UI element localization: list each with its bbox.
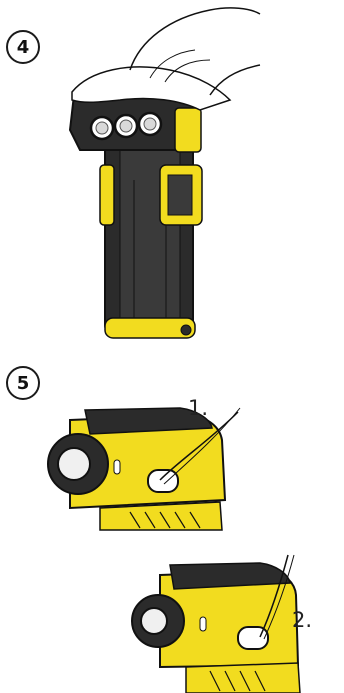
lanyard-threading-illustration-2 <box>130 555 310 693</box>
step-4-badge: 4 <box>6 30 40 64</box>
callout-step-2: 2. <box>292 608 312 632</box>
callout-step-1: 1. <box>188 396 208 420</box>
step-5-badge: 5 <box>6 366 40 400</box>
step-4-number: 4 <box>17 37 30 58</box>
lanyard-threading-illustration-1 <box>40 400 240 530</box>
step-5-number: 5 <box>17 373 30 394</box>
wiping-flashlight-illustration <box>60 0 260 345</box>
